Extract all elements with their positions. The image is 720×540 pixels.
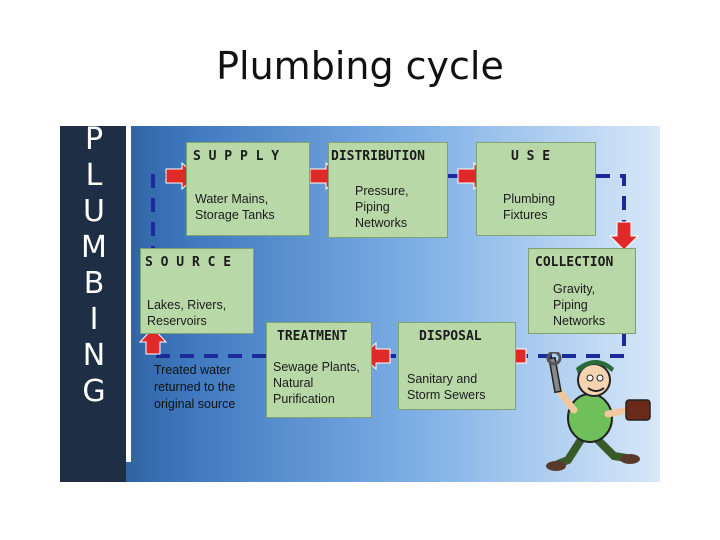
dash-collection-disposal (516, 332, 626, 358)
sidebar-letter: P (84, 126, 104, 157)
stage-distribution: DISTRIBUTION Pressure, Piping Networks (328, 142, 448, 238)
stage-text: Plumbing Fixtures (503, 192, 556, 222)
stage-text: Pressure, Piping Networks (355, 184, 409, 230)
stage-treatment: TREATMENT Sewage Plants, Natural Purific… (266, 322, 372, 418)
arrow-down-icon (608, 221, 640, 251)
stage-collection: COLLECTION Gravity, Piping Networks (528, 248, 636, 334)
stage-text: Sanitary and Storm Sewers (407, 372, 486, 402)
stage-text: Lakes, Rivers, Reservoirs (147, 298, 227, 328)
sidebar-letter: L (85, 158, 103, 193)
stage-heading: COLLECTION (535, 255, 614, 270)
plumbing-diagram: P L U M B I N G (60, 126, 660, 482)
stage-supply: S U P P L Y Water Mains, Storage Tanks (186, 142, 310, 236)
dash-use-collection (596, 174, 626, 238)
return-note: Treated water returned to the original s… (154, 363, 236, 411)
sidebar-letter: I (89, 302, 99, 337)
arrow-up-icon (138, 327, 168, 355)
stage-heading: DISPOSAL (419, 329, 482, 344)
stage-text: Sewage Plants, Natural Purification (273, 360, 360, 406)
slide-title: Plumbing cycle (216, 44, 504, 88)
sidebar: P L U M B I N G (60, 126, 126, 482)
sidebar-letter: G (82, 374, 106, 409)
stage-heading: U S E (511, 149, 551, 164)
stage-heading: DISTRIBUTION (331, 149, 425, 164)
plumber-cartoon-icon (546, 352, 651, 471)
stage-heading: S U P P L Y (193, 149, 280, 164)
stage-heading: S O U R C E (145, 255, 232, 270)
stage-use: U S E Plumbing Fixtures (476, 142, 596, 236)
stage-disposal: DISPOSAL Sanitary and Storm Sewers (398, 322, 516, 410)
stage-text: Gravity, Piping Networks (553, 282, 606, 328)
sidebar-letter: B (83, 266, 105, 301)
stage-text: Water Mains, Storage Tanks (195, 192, 275, 222)
sidebar-letter: U (83, 194, 105, 229)
sidebar-divider (126, 126, 131, 462)
sidebar-word: P L U M B I N G (74, 126, 114, 410)
sidebar-letter: M (81, 230, 107, 265)
dash-treatment-source (151, 340, 266, 358)
stage-source: S O U R C E Lakes, Rivers, Reservoirs (140, 248, 254, 334)
sidebar-letter: N (82, 338, 106, 373)
stage-heading: TREATMENT (277, 329, 348, 344)
